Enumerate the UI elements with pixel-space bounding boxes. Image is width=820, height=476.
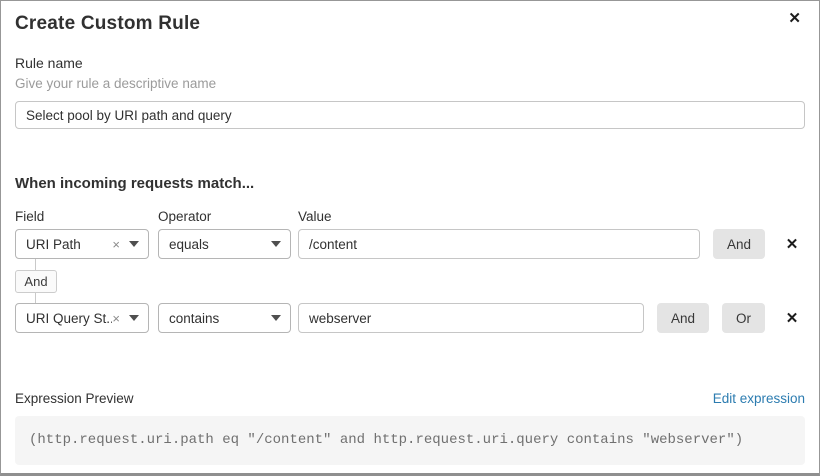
operator-column-label: Operator <box>158 209 212 224</box>
field-select-row2[interactable]: URI Query St... × <box>15 303 149 333</box>
value-column-label: Value <box>298 209 332 224</box>
operator-select-row1[interactable]: equals <box>158 229 291 259</box>
chevron-down-icon <box>129 241 139 247</box>
expression-code-block: (http.request.uri.path eq "/content" and… <box>15 416 805 465</box>
rule-name-helper-text: Give your rule a descriptive name <box>15 76 217 91</box>
close-icon[interactable]: ✕ <box>788 10 801 27</box>
column-labels: Field Operator Value <box>15 208 805 225</box>
operator-select-row2-value: contains <box>169 310 220 326</box>
clear-selection-icon[interactable]: × <box>112 236 120 252</box>
connector-line <box>35 259 36 270</box>
clear-selection-icon[interactable]: × <box>112 310 120 326</box>
chevron-down-icon <box>271 315 281 321</box>
or-button-row2[interactable]: Or <box>722 303 765 333</box>
field-select-row2-value: URI Query St... <box>26 310 113 326</box>
value-input-row1[interactable]: /content <box>298 229 700 259</box>
and-button-row1[interactable]: And <box>712 229 765 259</box>
modal-title: Create Custom Rule <box>15 13 201 34</box>
field-select-row1[interactable]: URI Path × <box>15 229 149 259</box>
value-input-row2[interactable]: webserver <box>298 303 644 333</box>
connector-line <box>35 293 36 303</box>
condition-connector: And <box>15 259 805 303</box>
rule-name-label: Rule name <box>15 55 83 71</box>
chevron-down-icon <box>271 241 281 247</box>
condition-row-1: URI Path × equals /content And ✕ <box>15 229 805 259</box>
and-button-row2[interactable]: And <box>656 303 709 333</box>
field-select-row1-value: URI Path <box>26 236 81 252</box>
operator-select-row1-value: equals <box>169 236 209 252</box>
operator-select-row2[interactable]: contains <box>158 303 291 333</box>
chevron-down-icon <box>129 315 139 321</box>
condition-row-2: URI Query St... × contains webserver And… <box>15 303 805 333</box>
match-section-heading: When incoming requests match... <box>15 175 255 192</box>
field-column-label: Field <box>15 209 45 224</box>
expression-preview-label: Expression Preview <box>15 391 134 406</box>
expression-preview-header: Expression Preview Edit expression <box>15 390 805 407</box>
edit-expression-link[interactable]: Edit expression <box>712 391 805 406</box>
connector-and-badge: And <box>15 270 57 293</box>
rule-name-input[interactable]: Select pool by URI path and query <box>15 101 805 129</box>
remove-condition-icon-row2[interactable]: ✕ <box>785 310 799 327</box>
remove-condition-icon-row1[interactable]: ✕ <box>785 236 799 253</box>
